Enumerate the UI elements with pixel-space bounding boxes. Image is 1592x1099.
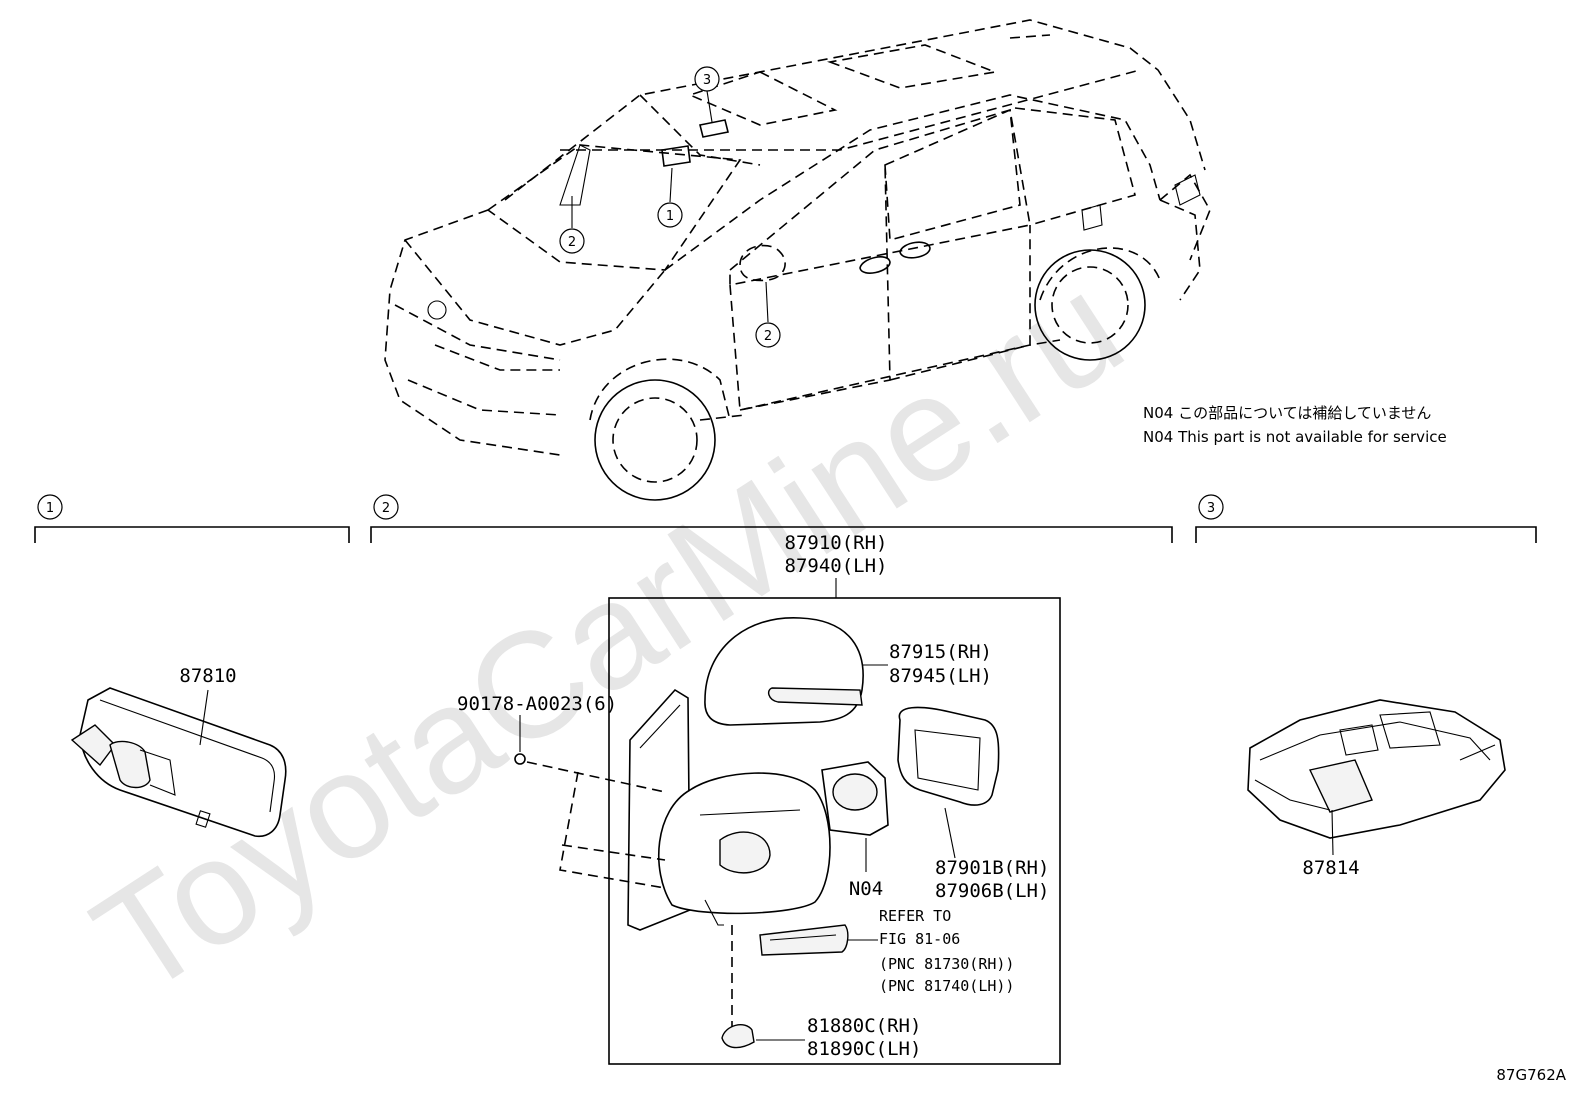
svg-text:2: 2 [764, 329, 772, 344]
screw-part [514, 753, 526, 765]
inner-mirror-part [70, 687, 287, 838]
part-label-87906b: 87906B(LH) [935, 880, 1049, 902]
part-label-87901b: 87901B(RH) [935, 857, 1049, 879]
refer-pnc-lh: (PNC 81740(LH)) [879, 977, 1014, 995]
svg-text:3: 3 [703, 73, 711, 88]
section-2-header: 2 [370, 494, 1173, 543]
turn-signal-lamp-part [759, 924, 878, 956]
refer-label-1: REFER TO [879, 907, 951, 925]
part-label-81890c: 81890C(LH) [807, 1038, 921, 1060]
note-en: N04 This part is not available for servi… [1143, 428, 1447, 446]
watermark: ToyotaCarMine.ru [66, 241, 1150, 1027]
callout-2-windshield: 2 [559, 196, 585, 254]
drawing-code: 87G762A [1496, 1066, 1566, 1084]
mirror-housing-part [657, 772, 831, 926]
section-1-header: 1 [34, 494, 350, 543]
part-label-87945: 87945(LH) [889, 665, 992, 687]
mirror-glass-part [897, 706, 1000, 859]
part-label-87810: 87810 [179, 665, 236, 687]
part-label-90178: 90178-A0023(6) [457, 693, 617, 715]
part-label-81880c: 81880C(RH) [807, 1015, 921, 1037]
puddle-lamp-part [721, 925, 805, 1049]
callout-2-mirror: 2 [755, 281, 781, 348]
mirror-actuator-part [821, 761, 889, 872]
refer-pnc-rh: (PNC 81730(RH)) [879, 955, 1014, 973]
part-label-87915: 87915(RH) [889, 641, 992, 663]
mirror-assembly-frame [608, 597, 1061, 1065]
svg-text:2: 2 [568, 235, 576, 250]
roof-console-part [1247, 699, 1506, 856]
section-3-header: 3 [1195, 494, 1537, 543]
callout-3-vehicle: 3 [694, 66, 720, 123]
part-label-n04: N04 [849, 878, 883, 900]
part-label-87814: 87814 [1302, 857, 1359, 879]
svg-text:1: 1 [666, 209, 674, 224]
vehicle-illustration [384, 19, 1211, 501]
svg-text:3: 3 [1207, 501, 1215, 516]
mirror-cover-part [704, 617, 864, 726]
part-label-87940: 87940(LH) [785, 555, 888, 577]
part-label-87910: 87910(RH) [785, 532, 888, 554]
note-jp: N04 この部品については補給していません [1143, 404, 1431, 422]
refer-label-2: FIG 81-06 [879, 930, 960, 948]
svg-text:1: 1 [46, 501, 54, 516]
callout-1-vehicle: 1 [657, 167, 683, 228]
svg-text:2: 2 [382, 501, 390, 516]
